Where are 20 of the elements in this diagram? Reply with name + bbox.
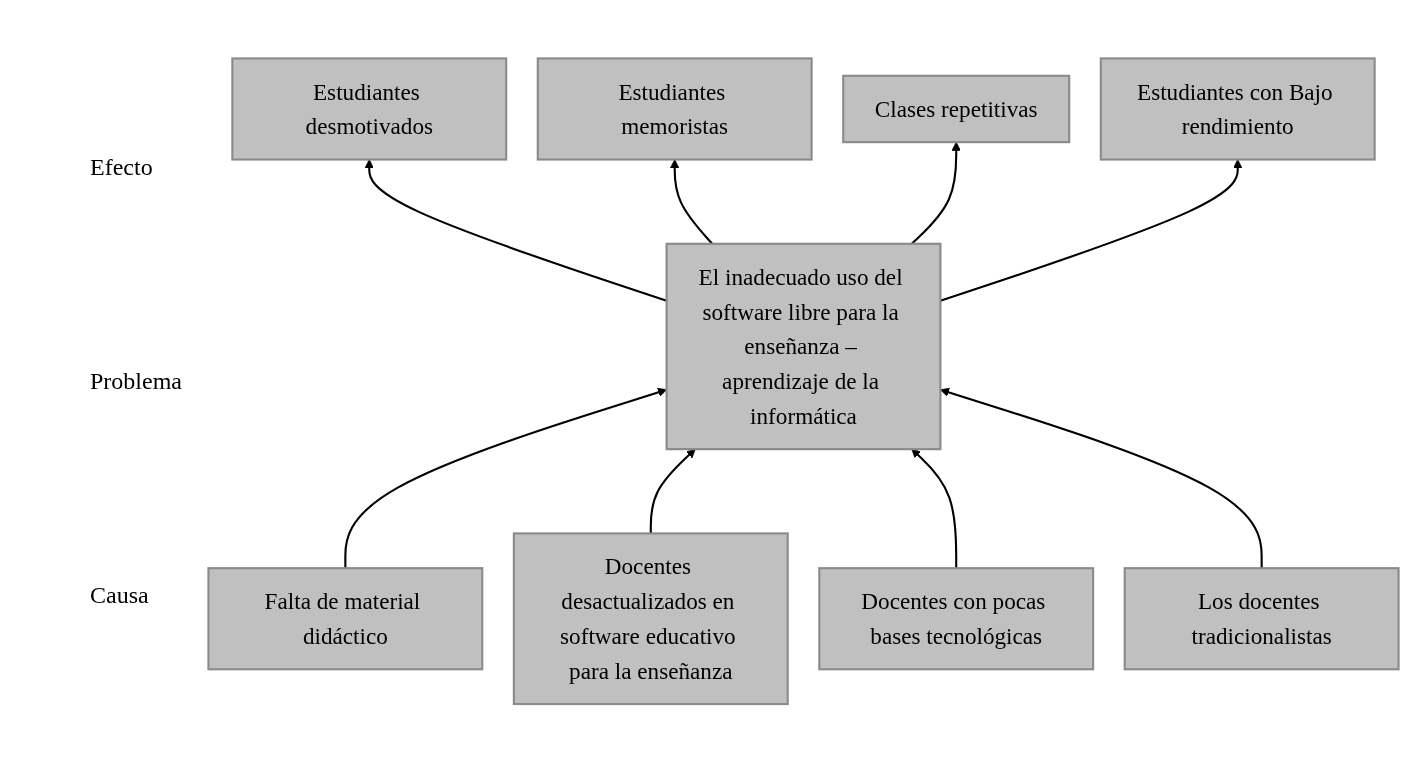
arrow — [940, 388, 1263, 569]
node-box: Docentes con pocas bases tecnológicas — [818, 567, 1095, 671]
node-box: Falta de material didáctico — [207, 567, 484, 671]
row-label: Problema — [90, 368, 183, 395]
row-label: Efecto — [90, 153, 154, 181]
node-box: Los docentes tradicionalistas — [1123, 567, 1400, 671]
arrow — [940, 159, 1243, 303]
node-box: El inadecuado uso del software libre para la enseñanza – aprendizaje de la informática — [665, 243, 942, 451]
node-box: Docentes desactualizados en software educativo para la enseñanza — [512, 532, 789, 706]
row-label: Causa — [90, 582, 150, 610]
node-box: Estudiantes con Bajo rendimiento — [1099, 57, 1376, 161]
arrow — [911, 142, 961, 245]
arrow — [344, 388, 667, 569]
node-box: Clases repetitivas — [842, 75, 1071, 144]
arrow — [911, 449, 958, 569]
node-box: Estudiantes memoristas — [536, 57, 813, 161]
arrow — [649, 449, 696, 534]
arrow — [670, 159, 713, 245]
arrow — [364, 159, 667, 303]
node-box: Estudiantes desmotivados — [231, 57, 508, 161]
